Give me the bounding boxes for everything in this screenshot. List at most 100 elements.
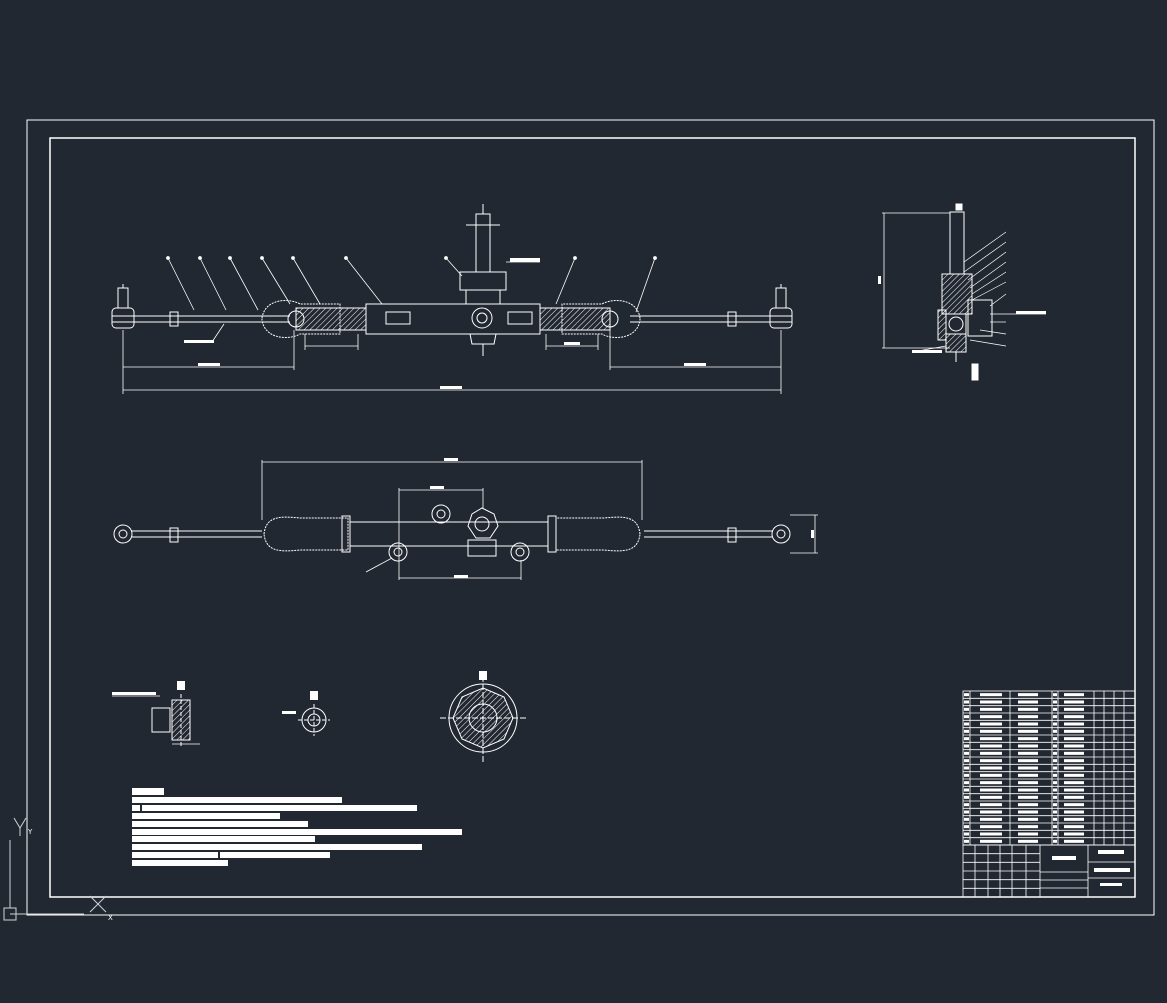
parts-list-cell	[1053, 795, 1057, 799]
parts-list-cell	[1064, 729, 1084, 733]
parts-list-cell	[1018, 810, 1038, 814]
parts-list-cell	[1053, 737, 1057, 741]
parts-list-cell	[1018, 737, 1038, 741]
parts-list-cell	[1053, 751, 1057, 755]
top-view-assembly	[113, 504, 791, 562]
parts-list-cell	[1064, 744, 1084, 748]
parts-list-cell	[1053, 766, 1057, 770]
parts-list-cell	[980, 751, 1002, 755]
parts-list-cell	[980, 817, 1002, 821]
ucs-y-label: Y	[27, 828, 33, 836]
parts-list-cell	[980, 810, 1002, 814]
parts-list-cell	[1018, 832, 1038, 836]
parts-list-cell	[1064, 781, 1084, 785]
parts-list-cell	[1018, 817, 1038, 821]
parts-list-cell	[1053, 832, 1057, 836]
detail-view-c	[440, 671, 526, 764]
parts-list-cell	[964, 759, 969, 763]
detail-view-a	[112, 681, 200, 746]
parts-list-cell	[1053, 744, 1057, 748]
technical-requirements-notes	[132, 788, 462, 866]
parts-list-cell	[964, 693, 969, 697]
parts-list-cell	[980, 693, 1002, 697]
parts-list-cell	[1053, 825, 1057, 829]
inner-drawing-frame	[49, 137, 1136, 898]
parts-list-cell	[1053, 781, 1057, 785]
parts-list-cell	[964, 795, 969, 799]
parts-list-cell	[980, 744, 1002, 748]
parts-list-cell	[980, 722, 1002, 726]
parts-list-cell	[1064, 707, 1084, 711]
parts-list-cell	[1053, 722, 1057, 726]
parts-list-cell	[1064, 803, 1084, 807]
parts-list-cell	[1018, 795, 1038, 799]
parts-list-cell	[964, 744, 969, 748]
parts-list-cell	[1064, 773, 1084, 777]
parts-list-cell	[1053, 707, 1057, 711]
parts-list-cell	[964, 715, 969, 719]
parts-list-cell	[1064, 693, 1084, 697]
top-view-dimensions	[261, 458, 818, 580]
front-view-assembly	[111, 204, 793, 356]
parts-list-cell	[1053, 810, 1057, 814]
parts-list-cell	[964, 773, 969, 777]
parts-list-cell	[980, 781, 1002, 785]
ucs-x-label: X	[108, 914, 113, 922]
parts-list-cell	[1064, 825, 1084, 829]
parts-list-cell	[1018, 744, 1038, 748]
parts-list-cell	[980, 773, 1002, 777]
parts-list-cell	[1018, 700, 1038, 704]
parts-list-cell	[964, 700, 969, 704]
parts-list-cell	[980, 759, 1002, 763]
parts-list-cell	[964, 839, 969, 843]
parts-list-cell	[964, 788, 969, 792]
parts-list-cell	[1064, 810, 1084, 814]
parts-list-cell	[964, 737, 969, 741]
parts-list-cell	[980, 803, 1002, 807]
parts-list-cell	[1018, 788, 1038, 792]
parts-list-cell	[1053, 788, 1057, 792]
parts-list-cell	[980, 737, 1002, 741]
parts-list-cell	[1018, 751, 1038, 755]
parts-list-cell	[1064, 832, 1084, 836]
parts-list-cell	[1018, 773, 1038, 777]
parts-list-cell	[1064, 817, 1084, 821]
side-section-view	[878, 203, 1046, 381]
parts-list-cell	[1053, 729, 1057, 733]
parts-list-cell	[964, 825, 969, 829]
parts-list-cell	[1018, 707, 1038, 711]
ucs-icon	[3, 817, 107, 921]
parts-list-cell	[1018, 722, 1038, 726]
parts-list-cell	[1053, 693, 1057, 697]
parts-list-cell	[980, 839, 1002, 843]
parts-list-table	[962, 690, 1136, 846]
parts-list-cell	[1053, 803, 1057, 807]
parts-list-cell	[964, 707, 969, 711]
parts-list-cell	[1053, 817, 1057, 821]
outer-sheet-border	[26, 119, 1155, 916]
parts-list-cell	[1018, 729, 1038, 733]
parts-list-cell	[1064, 700, 1084, 704]
parts-list-cell	[1018, 759, 1038, 763]
parts-list-cell	[1018, 766, 1038, 770]
parts-list-cell	[1064, 737, 1084, 741]
parts-list-cell	[1064, 788, 1084, 792]
parts-list-cell	[964, 729, 969, 733]
parts-list-cell	[964, 781, 969, 785]
parts-list-cell	[1018, 825, 1038, 829]
parts-list-cell	[1064, 715, 1084, 719]
parts-list-cell	[980, 795, 1002, 799]
front-view-leaders	[166, 256, 657, 343]
parts-list-cell	[1018, 715, 1038, 719]
parts-list-cell	[980, 700, 1002, 704]
parts-list-cell	[964, 766, 969, 770]
parts-list-cell	[1064, 751, 1084, 755]
parts-list-cell	[1064, 839, 1084, 843]
parts-list-cell	[1018, 781, 1038, 785]
parts-list-cell	[1053, 700, 1057, 704]
parts-list-cell	[980, 707, 1002, 711]
parts-list-cell	[1053, 839, 1057, 843]
parts-list-cell	[1064, 722, 1084, 726]
parts-list-cell	[980, 788, 1002, 792]
